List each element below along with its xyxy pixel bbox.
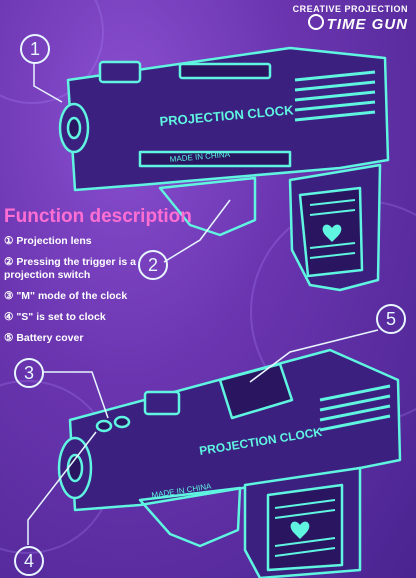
function-list: ① Projection lens ② Pressing the trigger… (4, 235, 144, 353)
gun-illustration-top: PROJECTION CLOCK MADE IN CHINA (58, 46, 390, 292)
brand-name-text: TIME GUN (326, 16, 408, 33)
function-item: ② Pressing the trigger is a projection s… (4, 256, 136, 281)
callout-4: 4 (14, 546, 44, 576)
callout-2: 2 (138, 250, 168, 280)
function-description-title: Function description (4, 206, 192, 227)
callout-3: 3 (14, 358, 44, 388)
brand-tagline: CREATIVE PROJECTION (292, 4, 408, 14)
brand-name: TIME GUN (293, 14, 408, 33)
callout-5: 5 (376, 304, 406, 334)
brand-logo: CREATIVE PROJECTION TIME GUN (293, 4, 408, 33)
function-item: ③ "M" mode of the clock (4, 290, 128, 302)
gun-illustration-bottom: PROJECTION CLOCK MADE IN CHINA (57, 348, 402, 578)
function-item: ⑤ Battery cover (4, 332, 84, 344)
clock-icon (307, 14, 324, 30)
callout-1: 1 (20, 34, 50, 64)
function-item: ① Projection lens (4, 235, 92, 247)
function-item: ④ "S" is set to clock (4, 311, 106, 323)
